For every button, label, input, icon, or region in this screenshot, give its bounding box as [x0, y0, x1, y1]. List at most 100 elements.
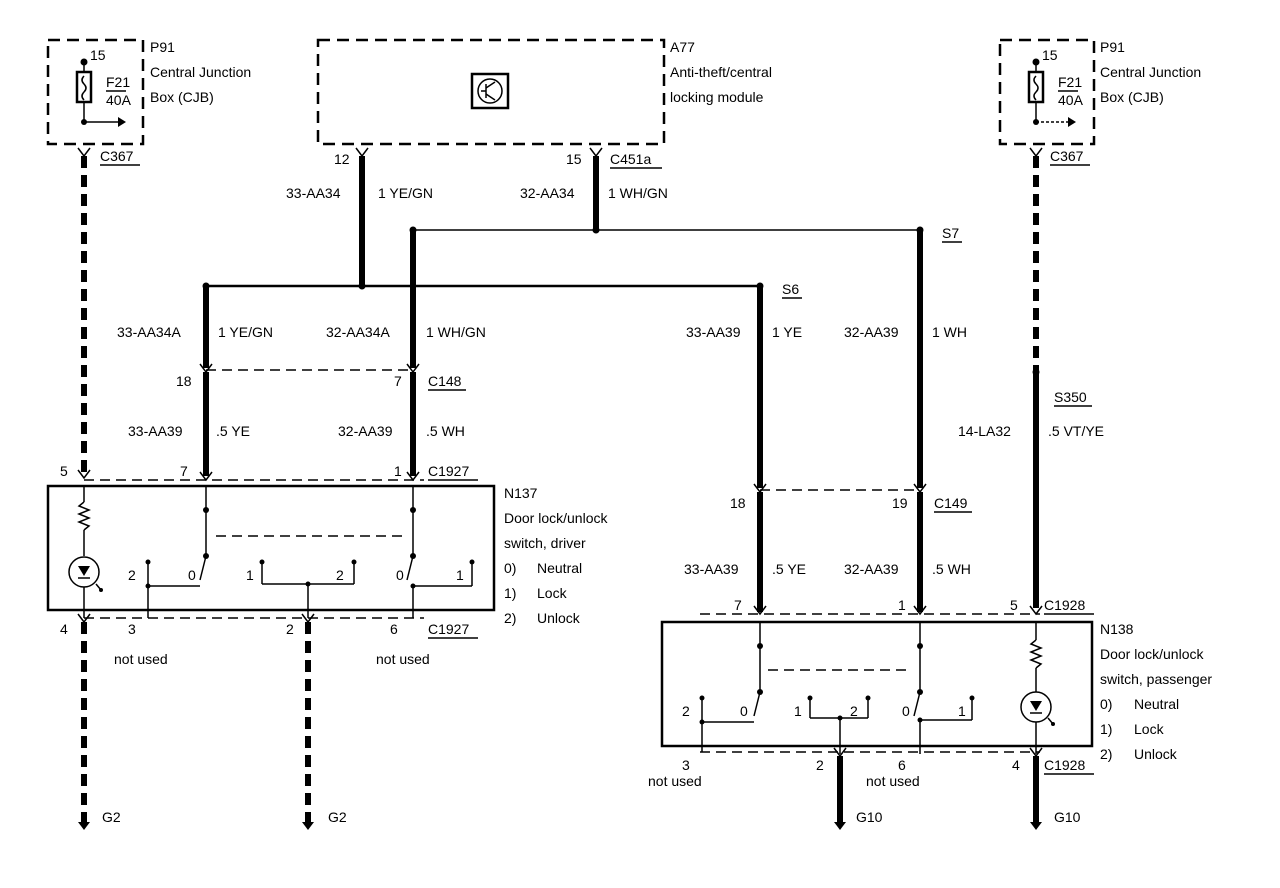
- wire-pass-c-circuit: 14-LA32: [958, 423, 1011, 439]
- module-symbol-icon: [470, 72, 510, 110]
- fuse-right-id: P91: [1100, 39, 1125, 55]
- fuse-box-right-outline: [998, 38, 1096, 146]
- wire-driver-a-color: .5 YE: [216, 423, 250, 439]
- c1928-pin-1: 1: [898, 597, 906, 613]
- c1928-pin-3: 3: [682, 757, 690, 773]
- c1927-pin-1: 1: [394, 463, 402, 479]
- c1927-top-connector: C1927: [428, 463, 469, 479]
- fuse-right-rating: 40A: [1058, 92, 1084, 108]
- wire-mid-b-circuit: 32-AA34A: [326, 324, 390, 340]
- fuse-left-name-2: Box (CJB): [150, 89, 214, 105]
- module-a77: [316, 38, 666, 146]
- pass-mode-1-label: Lock: [1134, 721, 1165, 737]
- driver-contact-2: 2: [128, 567, 136, 583]
- c1927-pin-7: 7: [180, 463, 188, 479]
- c1928-bottom-connector: C1928: [1044, 757, 1085, 773]
- ground-icon: [78, 822, 90, 830]
- fuse-box-left: 15 F21 40A: [46, 38, 145, 146]
- wire-driver-b-circuit: 32-AA39: [338, 423, 393, 439]
- c1927-pin-3: 3: [128, 621, 136, 637]
- fuse-left-pin: 15: [90, 47, 106, 63]
- ground-g10-1: G10: [856, 809, 883, 825]
- passenger-switch-line1: Door lock/unlock: [1100, 646, 1204, 662]
- c148-pin-right: 7: [394, 373, 402, 389]
- c149-pin-right: 19: [892, 495, 908, 511]
- fuse-right-label: F21: [1058, 74, 1082, 90]
- c149-pin-left: 18: [730, 495, 746, 511]
- module-name-2: locking module: [670, 89, 764, 105]
- pass-mode-0-num: 0): [1100, 696, 1112, 712]
- c1927-bottom-connector: C1927: [428, 621, 469, 637]
- arrow-right-icon: [1068, 117, 1076, 127]
- c1928-pin-4: 4: [1012, 757, 1020, 773]
- c1927-pin-4: 4: [60, 621, 68, 637]
- passenger-switch-outline: [660, 620, 1094, 748]
- pass-not-used-1: not used: [648, 773, 702, 789]
- driver-contact-1b: 1: [456, 567, 464, 583]
- pass-contact-0b: 0: [902, 703, 910, 719]
- driver-not-used-1: not used: [114, 651, 168, 667]
- wire-driver-b-color: .5 WH: [426, 423, 465, 439]
- wire-pass-c-color: .5 VT/YE: [1048, 423, 1104, 439]
- driver-contact-2b: 2: [336, 567, 344, 583]
- driver-switch-line1: Door lock/unlock: [504, 510, 608, 526]
- fuse-box-left-outline: [46, 38, 145, 146]
- wire-mid-d-circuit: 32-AA39: [844, 324, 899, 340]
- pass-mode-2-num: 2): [1100, 746, 1112, 762]
- c1928-top-connector: C1928: [1044, 597, 1085, 613]
- wire-mid-a-circuit: 33-AA34A: [117, 324, 181, 340]
- pass-mode-1-num: 1): [1100, 721, 1112, 737]
- module-pin-left: 12: [334, 151, 350, 167]
- wire-mid-d-color: 1 WH: [932, 324, 967, 340]
- fuse-right-name-2: Box (CJB): [1100, 89, 1164, 105]
- wire-pass-a-color: .5 YE: [772, 561, 806, 577]
- pass-mode-0-label: Neutral: [1134, 696, 1179, 712]
- driver-switch-outline: [46, 484, 496, 612]
- driver-mode-0-label: Neutral: [537, 560, 582, 576]
- c149-connector: C149: [934, 495, 968, 511]
- pass-contact-1a: 1: [794, 703, 802, 719]
- c1927-pin-5: 5: [60, 463, 68, 479]
- ground-icon: [1030, 822, 1042, 830]
- pass-contact-0a: 0: [740, 703, 748, 719]
- driver-contact-1a: 1: [246, 567, 254, 583]
- wire-pass-a-circuit: 33-AA39: [684, 561, 739, 577]
- fuse-left-id: P91: [150, 39, 175, 55]
- passenger-switch-n138: 2 0 1 2 0 1: [660, 620, 1094, 754]
- ground-g2-1: G2: [102, 809, 121, 825]
- wire-mid-a-color: 1 YE/GN: [218, 324, 273, 340]
- fuse-right-name-1: Central Junction: [1100, 64, 1201, 80]
- fuse-left-name-1: Central Junction: [150, 64, 251, 80]
- c148-pin-left: 18: [176, 373, 192, 389]
- resistor-icon: [1028, 639, 1044, 669]
- splice-s350: S350: [1054, 389, 1087, 405]
- module-connector: C451a: [610, 151, 651, 167]
- driver-mode-2-num: 2): [504, 610, 516, 626]
- driver-switch-line2: switch, driver: [504, 535, 586, 551]
- driver-switch-id: N137: [504, 485, 538, 501]
- pass-mode-2-label: Unlock: [1134, 746, 1178, 762]
- wire-top-right-circuit: 32-AA34: [520, 185, 575, 201]
- wire-pass-b-circuit: 32-AA39: [844, 561, 899, 577]
- fuse-right-connector: C367: [1050, 148, 1084, 164]
- fuse-left-connector: C367: [100, 148, 134, 164]
- driver-switch-n137: 2 0 1 2 0 1: [46, 484, 496, 618]
- c1928-pin-6: 6: [898, 757, 906, 773]
- wire-mid-c-circuit: 33-AA39: [686, 324, 741, 340]
- pass-not-used-2: not used: [866, 773, 920, 789]
- wire-top-left-circuit: 33-AA34: [286, 185, 341, 201]
- pass-contact-2b: 2: [850, 703, 858, 719]
- pass-contact-2: 2: [682, 703, 690, 719]
- passenger-switch-id: N138: [1100, 621, 1134, 637]
- driver-mode-1-num: 1): [504, 585, 516, 601]
- splice-s7: S7: [942, 225, 959, 241]
- resistor-icon: [76, 501, 92, 531]
- ground-icon: [834, 822, 846, 830]
- arrow-right-icon: [118, 117, 126, 127]
- ground-g2-2: G2: [328, 809, 347, 825]
- fuse-left-label: F21: [106, 74, 130, 90]
- ground-g10-2: G10: [1054, 809, 1081, 825]
- passenger-switch-line2: switch, passenger: [1100, 671, 1212, 687]
- ground-icon: [302, 822, 314, 830]
